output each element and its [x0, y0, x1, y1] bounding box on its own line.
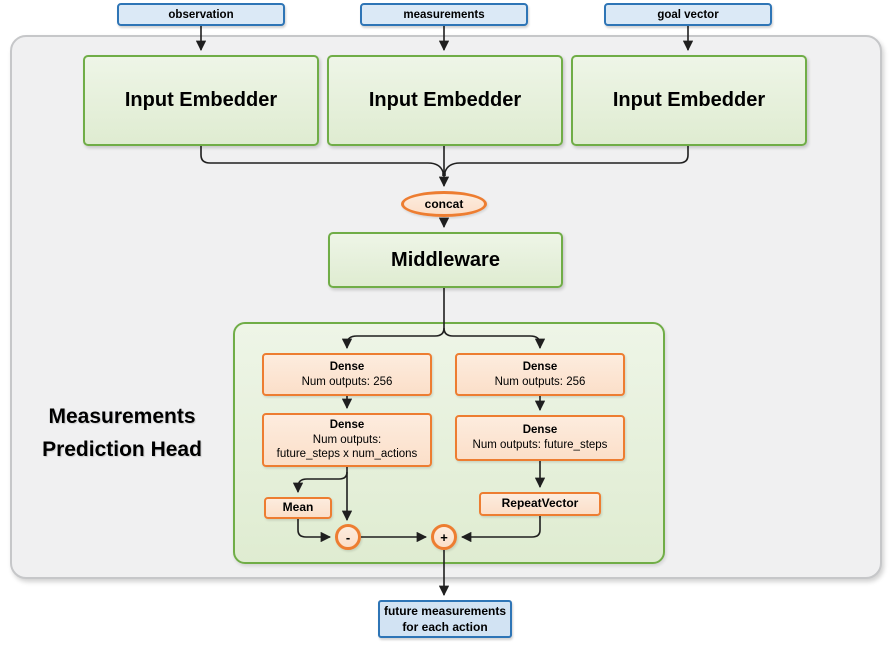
input-embedder-1: Input Embedder: [83, 55, 319, 146]
dense-right-2: Dense Num outputs: future_steps: [455, 415, 625, 461]
repeat-vector-label: RepeatVector: [501, 496, 579, 511]
input-label-observation: observation: [168, 8, 234, 21]
prediction-head-title-line1: Measurements: [48, 405, 196, 428]
prediction-head-title: Measurements Prediction Head: [18, 401, 226, 466]
dense-right-2-subtitle: Num outputs: future_steps: [472, 439, 608, 451]
middleware-box: Middleware: [328, 232, 563, 288]
subtract-label: -: [345, 529, 351, 545]
input-embedder-3: Input Embedder: [571, 55, 807, 146]
input-label-goal-vector: goal vector: [657, 8, 719, 21]
input-embedder-2: Input Embedder: [327, 55, 563, 146]
input-embedder-1-label: Input Embedder: [124, 89, 278, 111]
dense-left-2-subtitle: Num outputs:: [312, 433, 382, 446]
middleware-label: Middleware: [391, 248, 500, 271]
concat-node: concat: [401, 191, 487, 217]
dense-left-2-subtitle2: future_steps x num_actions: [276, 448, 418, 461]
repeat-vector-box: RepeatVector: [479, 492, 601, 516]
input-embedder-2-label: Input Embedder: [368, 89, 522, 111]
dense-right-1-title: Dense: [522, 360, 558, 373]
output-label-line1: future measurements: [383, 603, 507, 618]
dense-right-2-title: Dense: [522, 424, 558, 437]
output-label-line2: for each action: [402, 620, 488, 634]
input-label-measurements: measurements: [403, 8, 485, 21]
dense-right-1: Dense Num outputs: 256: [455, 353, 625, 396]
dense-left-2-title: Dense: [329, 418, 365, 431]
dense-left-1: Dense Num outputs: 256: [262, 353, 432, 396]
dense-right-1-subtitle: Num outputs: 256: [494, 375, 586, 388]
mean-box: Mean: [264, 497, 332, 519]
input-box-observation: observation: [117, 3, 285, 26]
subtract-node: -: [335, 524, 361, 550]
output-box: future measurements for each action: [378, 600, 512, 638]
input-embedder-3-label: Input Embedder: [612, 89, 766, 111]
input-box-goal-vector: goal vector: [604, 3, 772, 26]
prediction-head-title-line2: Prediction Head: [42, 437, 202, 461]
add-node: +: [431, 524, 457, 550]
dense-left-1-subtitle: Num outputs: 256: [301, 375, 393, 388]
mean-label: Mean: [282, 500, 314, 515]
input-box-measurements: measurements: [360, 3, 528, 26]
add-label: +: [440, 529, 448, 545]
dense-left-1-title: Dense: [329, 360, 365, 373]
dense-left-2: Dense Num outputs: future_steps x num_ac…: [262, 413, 432, 467]
concat-label: concat: [424, 197, 464, 211]
